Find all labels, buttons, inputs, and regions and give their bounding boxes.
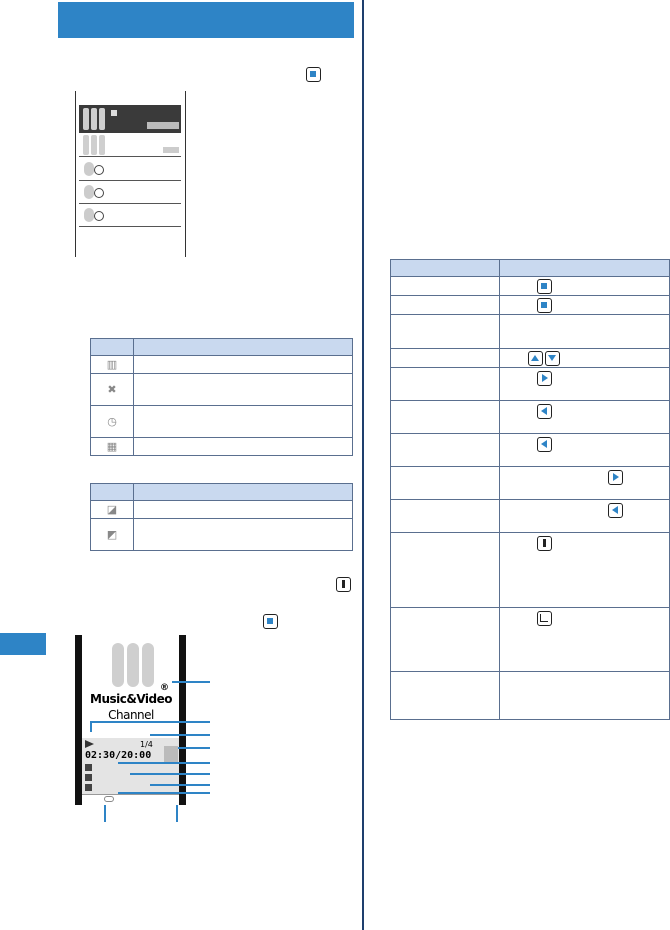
- callout-line: [150, 734, 210, 736]
- title-icon: [85, 764, 92, 771]
- selected-program-row: [79, 105, 181, 133]
- status-icons: [147, 122, 179, 129]
- left-key-icon: [537, 404, 552, 419]
- callout-line: [104, 805, 106, 822]
- callout-line: [130, 773, 210, 775]
- search-icon: [94, 165, 104, 175]
- callout-line: [90, 721, 210, 723]
- search-row[interactable]: [79, 182, 181, 204]
- left-key-icon: [608, 503, 623, 518]
- callout-line: [118, 762, 210, 764]
- search-row[interactable]: [79, 159, 181, 181]
- up-key-icon: [528, 351, 543, 366]
- program-icon: [83, 108, 107, 130]
- section-title-bar: [58, 2, 354, 38]
- soft-key-bar: [82, 794, 179, 804]
- interrupted-icon: ✖: [90, 373, 134, 406]
- channel-logo-area: Music&Video Channel ®: [82, 635, 179, 738]
- left-key-icon: [537, 437, 552, 452]
- right-key-icon: [537, 371, 552, 386]
- program-row[interactable]: [79, 135, 181, 157]
- center-key-icon: [537, 279, 552, 294]
- down-key-icon: [545, 351, 560, 366]
- callout-line: [178, 747, 210, 749]
- callout-line: [90, 721, 92, 732]
- artist-icon: [85, 784, 92, 791]
- music-icon: [85, 774, 92, 781]
- center-key-icon: [263, 614, 278, 629]
- playback-screen: Music&Video Channel ® 1/4 02:30/20:00: [75, 635, 186, 805]
- operations-table: [390, 259, 670, 720]
- program-icon: [83, 135, 107, 157]
- center-key-icon: [306, 67, 321, 82]
- registered-mark: ®: [160, 683, 169, 693]
- search-icon: [94, 211, 104, 221]
- video-file-icon: ◩: [90, 518, 134, 551]
- icon-table-2: ◪ ◩: [90, 483, 353, 551]
- search-icon: [94, 188, 104, 198]
- chapter-tab: [0, 633, 46, 655]
- callout-line: [176, 805, 178, 822]
- icon-table-1: ▥ ✖ ◷ ▦: [90, 338, 353, 456]
- program-icon: ▥: [90, 355, 134, 374]
- playback-info-panel: 1/4 02:30/20:00: [82, 738, 179, 794]
- right-key-icon: [608, 470, 623, 485]
- program-list-screen: [75, 91, 186, 257]
- channel-logo-icon: [112, 643, 154, 687]
- column-divider: [362, 0, 364, 930]
- callout-line: [150, 784, 210, 786]
- center-key-icon: [537, 298, 552, 313]
- timer-icon: ◷: [90, 405, 134, 438]
- menu-key-icon: [537, 536, 552, 551]
- music-file-icon: ◪: [90, 500, 134, 519]
- playback-time: 02:30/20:00: [85, 750, 152, 761]
- logo-line-2: Channel: [108, 708, 154, 722]
- search-row[interactable]: [79, 205, 181, 227]
- play-icon: [85, 740, 94, 748]
- ch-key-icon: [537, 611, 552, 626]
- callout-line: [172, 681, 210, 683]
- track-count: 1/4: [140, 740, 153, 749]
- logo-line-1: Music&Video: [90, 692, 172, 706]
- callout-line: [118, 792, 210, 794]
- menu-key-icon: [336, 577, 351, 592]
- video-icon: ▦: [90, 437, 134, 456]
- program-icon: [164, 746, 178, 762]
